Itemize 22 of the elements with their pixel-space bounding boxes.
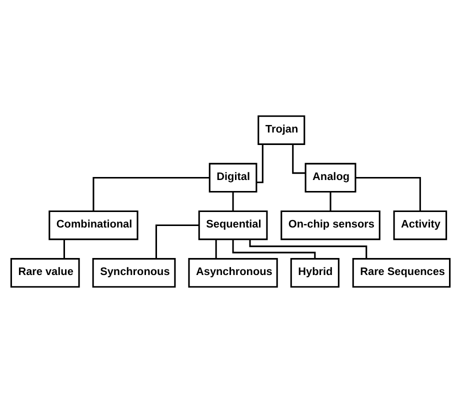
node-box: Sequential [198,210,268,240]
node-box: Rare Sequences [352,258,451,288]
connector [256,144,264,184]
node-box: Activity [393,210,448,240]
connector [92,176,210,212]
node-box: Asynchronous [188,258,278,288]
connector [355,176,421,212]
node-box: Synchronous [92,258,176,288]
node-box: Trojan [258,115,306,145]
connector [215,240,217,259]
node-box: Hybrid [290,258,340,288]
connector [249,239,368,259]
connector [155,224,199,259]
node-box: Analog [304,162,356,193]
connector [330,192,332,212]
node-box: Digital [208,162,258,193]
node-box: On-chip sensors [280,210,380,240]
connector [63,240,65,259]
connector [232,240,316,259]
node-box: Combinational [48,210,138,240]
connector [232,192,234,212]
node-box: Rare value [10,258,80,288]
